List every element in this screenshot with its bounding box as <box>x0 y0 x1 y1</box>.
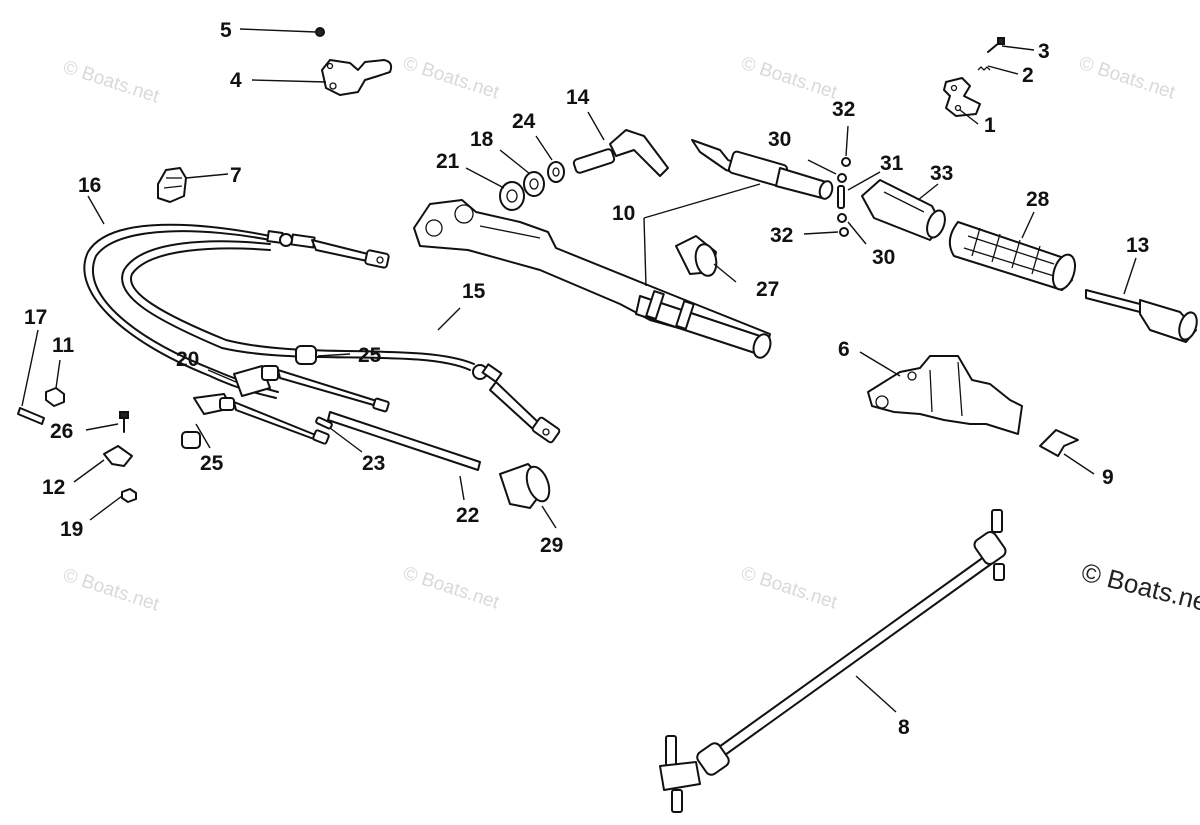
part-5-screw <box>315 27 325 37</box>
part-22-rod <box>327 411 481 471</box>
watermark: © Boats.net <box>400 53 502 104</box>
callout-22: 22 <box>456 504 479 527</box>
part-1-bracket <box>943 77 981 117</box>
part-16-cable <box>83 223 390 399</box>
watermark-main: © Boats.net <box>1079 557 1200 619</box>
part-10-tiller-arm <box>413 199 772 359</box>
part-7-clip <box>157 167 187 203</box>
part-12-clamp <box>103 445 133 467</box>
part-4-bracket <box>321 59 393 96</box>
part-21-washer <box>499 181 525 211</box>
callouts: 5 4 3 2 1 7 16 15 20 25 25 23 22 29 17 1… <box>24 19 1149 739</box>
callout-24: 24 <box>512 110 536 133</box>
part-26-screw <box>119 411 129 433</box>
callout-27: 27 <box>756 278 779 301</box>
callout-5: 5 <box>220 19 232 42</box>
part-25-bushing <box>181 345 317 449</box>
callout-7: 7 <box>230 164 242 187</box>
callout-19: 19 <box>60 518 83 541</box>
part-18-bushing <box>523 171 545 197</box>
callout-20: 20 <box>176 348 199 371</box>
callout-30b: 30 <box>872 246 895 269</box>
part-9-clip <box>1039 429 1079 457</box>
part-6-bracket <box>867 355 1023 435</box>
part-28-handle-grip <box>948 221 1077 291</box>
callout-21: 21 <box>436 150 460 173</box>
watermark: © Boats.net <box>60 565 162 616</box>
callout-32b: 32 <box>770 224 793 247</box>
callout-25b: 25 <box>200 452 224 475</box>
part-17-cotter-pin <box>17 407 45 425</box>
part-24-washer <box>547 161 565 183</box>
watermark: © Boats.net <box>60 57 162 108</box>
callout-9: 9 <box>1102 466 1114 489</box>
part-throttle-shaft <box>691 139 834 200</box>
callout-3: 3 <box>1038 40 1050 63</box>
part-29-sleeve <box>499 463 551 509</box>
part-19-nut <box>121 488 137 503</box>
part-11-nut <box>45 387 65 407</box>
callout-12: 12 <box>42 476 65 499</box>
part-3-screw <box>987 37 1005 53</box>
callout-18: 18 <box>470 128 494 151</box>
callout-32a: 32 <box>832 98 855 121</box>
callout-10: 10 <box>612 202 635 225</box>
callout-6: 6 <box>838 338 850 361</box>
part-23-pin <box>315 416 333 430</box>
callout-14: 14 <box>566 86 590 109</box>
part-32-ball <box>839 157 851 237</box>
watermark: © Boats.net <box>1076 53 1178 104</box>
callout-26: 26 <box>50 420 73 443</box>
watermark: © Boats.net <box>738 563 840 614</box>
callout-28: 28 <box>1026 188 1050 211</box>
callout-33: 33 <box>930 162 953 185</box>
part-13-throttle-screw <box>1085 289 1198 343</box>
callout-30a: 30 <box>768 128 791 151</box>
part-30-spring <box>837 173 847 223</box>
part-27-cap <box>675 235 718 277</box>
leader-lines <box>21 28 1137 713</box>
part-2-spring <box>977 66 991 71</box>
part-31-pin <box>837 185 845 209</box>
callout-8: 8 <box>898 716 910 739</box>
part-14-shift-lever <box>572 129 669 177</box>
callout-29: 29 <box>540 534 563 557</box>
watermark: © Boats.net <box>738 53 840 104</box>
callout-11: 11 <box>52 334 75 357</box>
watermark: © Boats.net <box>400 563 502 614</box>
callout-31: 31 <box>880 152 904 175</box>
callout-1: 1 <box>984 114 996 137</box>
callout-23: 23 <box>362 452 385 475</box>
callout-13: 13 <box>1126 234 1149 257</box>
callout-15: 15 <box>462 280 486 303</box>
part-33-grip-insert <box>861 179 946 241</box>
part-15-cable <box>121 240 561 444</box>
callout-16: 16 <box>78 174 101 197</box>
callout-4: 4 <box>230 69 242 92</box>
part-8-tie-bar <box>659 509 1007 813</box>
callout-2: 2 <box>1022 64 1034 87</box>
callout-17: 17 <box>24 306 47 329</box>
part-20-rod-assembly <box>193 365 390 445</box>
callout-25a: 25 <box>358 344 382 367</box>
